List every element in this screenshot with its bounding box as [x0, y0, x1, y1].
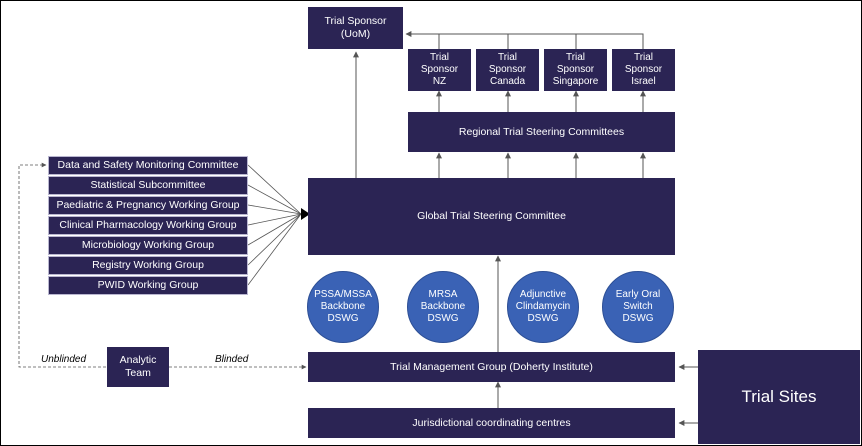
regional-steering-committees: Regional Trial Steering Committees — [408, 112, 675, 152]
wg-data-safety: Data and Safety Monitoring Committee — [48, 156, 248, 175]
dswg-early-oral-switch: Early Oral Switch DSWG — [602, 271, 674, 343]
blinded-label: Blinded — [215, 354, 249, 365]
trial-sponsor-israel: Trial Sponsor Israel — [612, 49, 675, 91]
wg-paediatric: Paediatric & Pregnancy Working Group — [48, 196, 248, 215]
dswg-clindamycin: Adjunctive Clindamycin DSWG — [507, 271, 579, 343]
fan-arrowhead — [301, 208, 310, 220]
trial-sponsor-nz: Trial Sponsor NZ — [408, 49, 471, 91]
unblinded-label: Unblinded — [41, 354, 87, 365]
dswg-mrsa: MRSA Backbone DSWG — [407, 271, 479, 343]
line-unblinded — [18, 162, 106, 368]
line-regional-sponsors-bracket — [405, 31, 644, 49]
wg-microbiology: Microbiology Working Group — [48, 236, 248, 255]
trial-management-group: Trial Management Group (Doherty Institut… — [308, 352, 675, 382]
wg-registry: Registry Working Group — [48, 256, 248, 275]
dswg-pssa-mssa: PSSA/MSSA Backbone DSWG — [307, 271, 379, 343]
jurisdictional-centres: Jurisdictional coordinating centres — [308, 408, 675, 438]
global-steering-committee: Global Trial Steering Committee — [308, 178, 675, 255]
trial-sponsor-uom: Trial Sponsor (UoM) — [308, 7, 403, 49]
wg-statistical: Statistical Subcommittee — [48, 176, 248, 195]
wg-clinical-pharmacology: Clinical Pharmacology Working Group — [48, 216, 248, 235]
analytic-team: Analytic Team — [107, 347, 169, 387]
wg-pwid: PWID Working Group — [48, 276, 248, 295]
trial-sites: Trial Sites — [698, 350, 860, 444]
trial-sponsor-canada: Trial Sponsor Canada — [476, 49, 539, 91]
trial-sponsor-singapore: Trial Sponsor Singapore — [544, 49, 607, 91]
